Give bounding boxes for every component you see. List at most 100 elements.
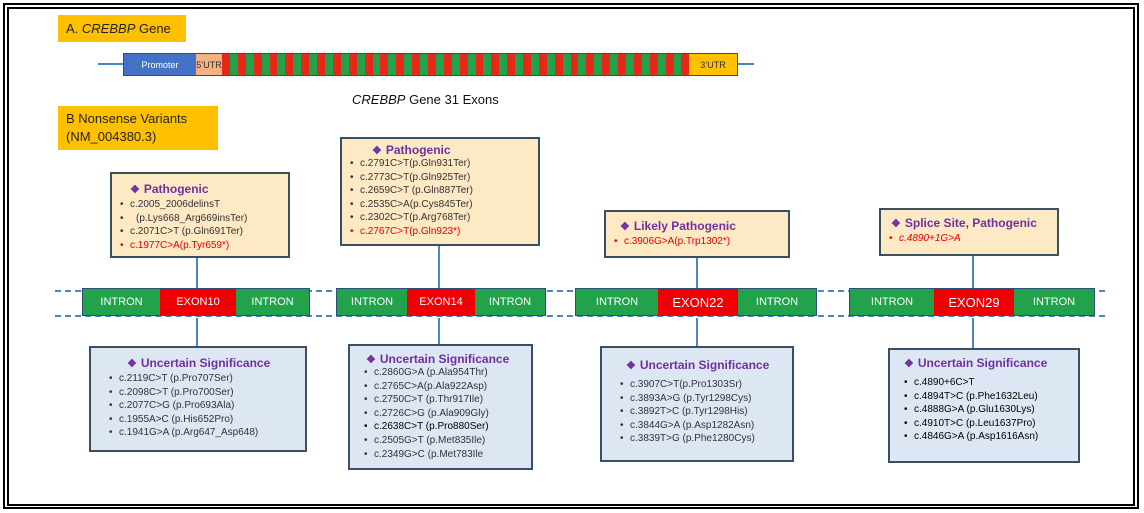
pathogenic-title-text-3: Likely Pathogenic [633,219,736,233]
variant-item: c.3892T>C (p.Tyr1298His) [620,405,788,419]
exon-stripe [459,54,468,75]
exon-stripe [618,54,627,75]
variant-item: c.2765C>A(p.Ala922Asp) [364,380,527,394]
variant-item: c.2119C>T (p.Pro707Ser) [109,372,301,386]
exon-stripe [285,54,294,75]
exon-stripe [380,54,389,75]
exon-stripe [523,54,531,75]
variant-item: c.2302C>T(p.Arg768Ter) [350,211,534,225]
pathogenic-title-1: ❖Pathogenic [130,182,284,196]
section-a-suffix: Gene [135,21,171,36]
exon-stripe [633,54,642,75]
intron-stripe [372,54,381,75]
uncertain-title-text-3: Uncertain Significance [639,358,770,372]
exon-stripe [665,54,674,75]
exon-row-1: INTRON EXON10 INTRON [82,288,310,316]
exon-stripe [554,54,563,75]
intron-stripe [451,54,460,75]
intron-stripe [483,54,492,75]
variant-item: c.1955A>C (p.His652Pro) [109,413,301,427]
exon-stripe [649,54,658,75]
pathogenic-title-2: ❖Pathogenic [372,143,534,157]
diamond-icon: ❖ [130,184,140,196]
intron-stripe [530,54,539,75]
variant-item: c.4894T>C (p.Phe1632Leu) [904,390,1074,404]
intron-stripe [420,54,428,75]
uncertain-title-4: ❖Uncertain Significance [904,356,1074,370]
section-a-prefix: A. [66,21,82,36]
uncertain-title-2: ❖Uncertain Significance [366,352,527,366]
intron-left-2: INTRON [337,289,407,315]
pathogenic-list-1: c.2005_2006delinsT (p.Lys668_Arg669insTe… [120,198,284,252]
exon-stripe [507,54,516,75]
diamond-icon: ❖ [904,358,914,370]
variant-item: c.3844G>A (p.Asp1282Asn) [620,419,788,433]
exon-3: EXON22 [658,289,738,315]
exon-stripe [237,54,246,75]
variant-item: c.2535C>A(p.Cys845Ter) [350,198,534,212]
pathogenic-title-3: ❖Likely Pathogenic [620,219,784,233]
intron-stripe [546,54,555,75]
utr5-segment: 5’UTR [196,54,222,75]
variant-item: c.4888G>A (p.Glu1630Lys) [904,403,1074,417]
variant-item: c.2005_2006delinsT [120,198,284,212]
intron-right-3: INTRON [738,289,816,315]
intron-stripe [404,54,413,75]
pathogenic-list-2: c.2791C>T(p.Gln931Ter) c.2773C>T(p.Gln92… [350,157,534,239]
intron-stripe [388,54,397,75]
variant-item: c.2773C>T(p.Gln925Ter) [350,171,534,185]
outer-frame [3,3,1139,509]
intron-stripe [261,54,270,75]
exon-stripe [475,54,484,75]
diamond-icon: ❖ [127,358,137,370]
exon-stripe [269,54,278,75]
diamond-icon: ❖ [891,218,901,230]
diamond-icon: ❖ [620,221,630,233]
intron-right-1: INTRON [236,289,309,315]
gene-caption: CREBBP Gene 31 Exons [352,92,499,107]
exon-stripe [538,54,547,75]
exon-stripe [253,54,262,75]
pathogenic-box-2: ❖Pathogenic c.2791C>T(p.Gln931Ter) c.277… [340,137,540,246]
connector-4-top [972,256,974,288]
exon-stripe [443,54,452,75]
exon-stripe [396,54,405,75]
intron-stripe [340,54,349,75]
inner-frame [7,7,1135,506]
variant-item: c.2505G>T (p.Met835Ile) [364,434,527,448]
intron-stripe [673,54,682,75]
variant-item: c.2791C>T(p.Gln931Ter) [350,157,534,171]
connector-1-bottom [196,318,198,346]
utr3-segment: 3’UTR [689,54,737,75]
intron-left-3: INTRON [576,289,658,315]
exon-stripe [317,54,325,75]
intron-right-2: INTRON [475,289,545,315]
exon-row-2: INTRON EXON14 INTRON [336,288,546,316]
variant-item: c.1977C>A(p.Tyr659*) [120,239,284,253]
pathogenic-title-text-2: Pathogenic [385,143,451,157]
variant-item: c.2767C>T(p.Gln923*) [350,225,534,239]
diamond-icon: ❖ [372,145,382,157]
variant-item: c.3907C>T(p.Pro1303Sr) [620,378,788,392]
section-b-line2: (NM_004380.3) [66,129,157,144]
connector-3-bottom [696,318,698,346]
intron-stripe [626,54,634,75]
intron-stripe [578,54,587,75]
connector-4-bottom [972,318,974,348]
intron-stripe [324,54,333,75]
variant-item: c.3839T>G (p.Phe1280Cys) [620,432,788,446]
variant-item: c.2098C>T (p.Pro700Ser) [109,386,301,400]
pathogenic-title-text-4: Splice Site, Pathogenic [904,216,1037,230]
pathogenic-title-4: ❖Splice Site, Pathogenic [891,216,1053,230]
exon-stripe [332,54,341,75]
intron-stripe [594,54,603,75]
intron-stripe [293,54,302,75]
variant-item: c.2860G>A (p.Ala954Thr) [364,366,527,380]
exon-4: EXON29 [934,289,1014,315]
gene-caption-rest: Gene 31 Exons [405,92,499,107]
promoter-segment: Promoter [124,54,196,75]
uncertain-box-3: ❖Uncertain Significance c.3907C>T(p.Pro1… [600,346,794,462]
uncertain-title-text-2: Uncertain Significance [379,352,510,366]
exon-stripe [301,54,310,75]
